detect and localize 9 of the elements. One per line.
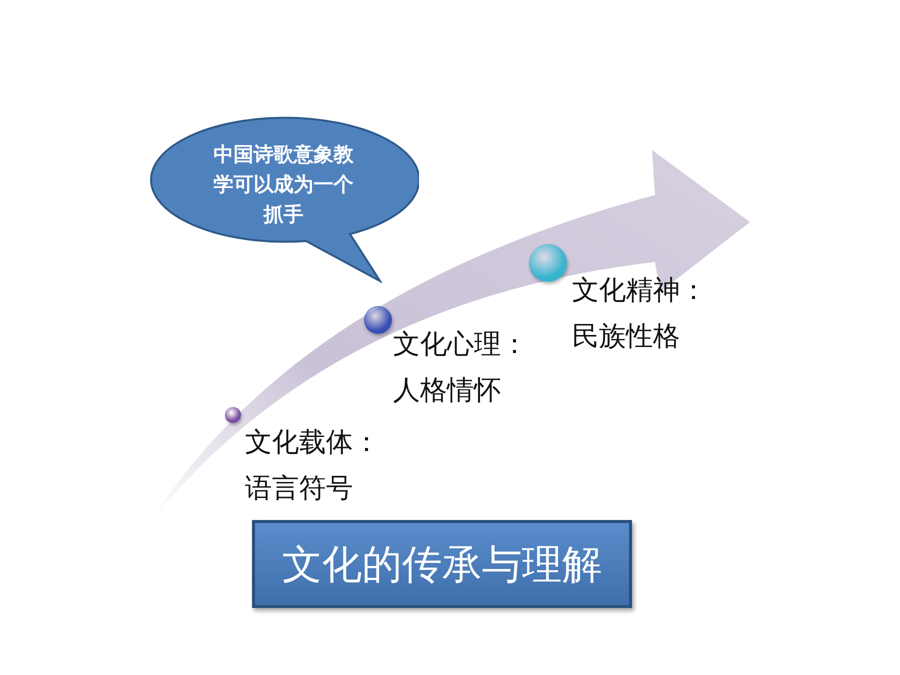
title-box	[252, 520, 632, 608]
circle-marker	[364, 306, 392, 334]
caption-text: 文化心理：人格情怀	[393, 328, 529, 408]
box-title: 文化的传承与理解	[281, 541, 603, 590]
caption-text: 文化精神：民族性格	[572, 274, 708, 354]
circle-marker	[225, 407, 241, 423]
caption-text: 文化载体：语言符号	[245, 426, 381, 506]
circle-marker	[529, 244, 567, 282]
bubble-text: 中国诗歌意象教学可以成为一个抓手	[212, 141, 354, 228]
